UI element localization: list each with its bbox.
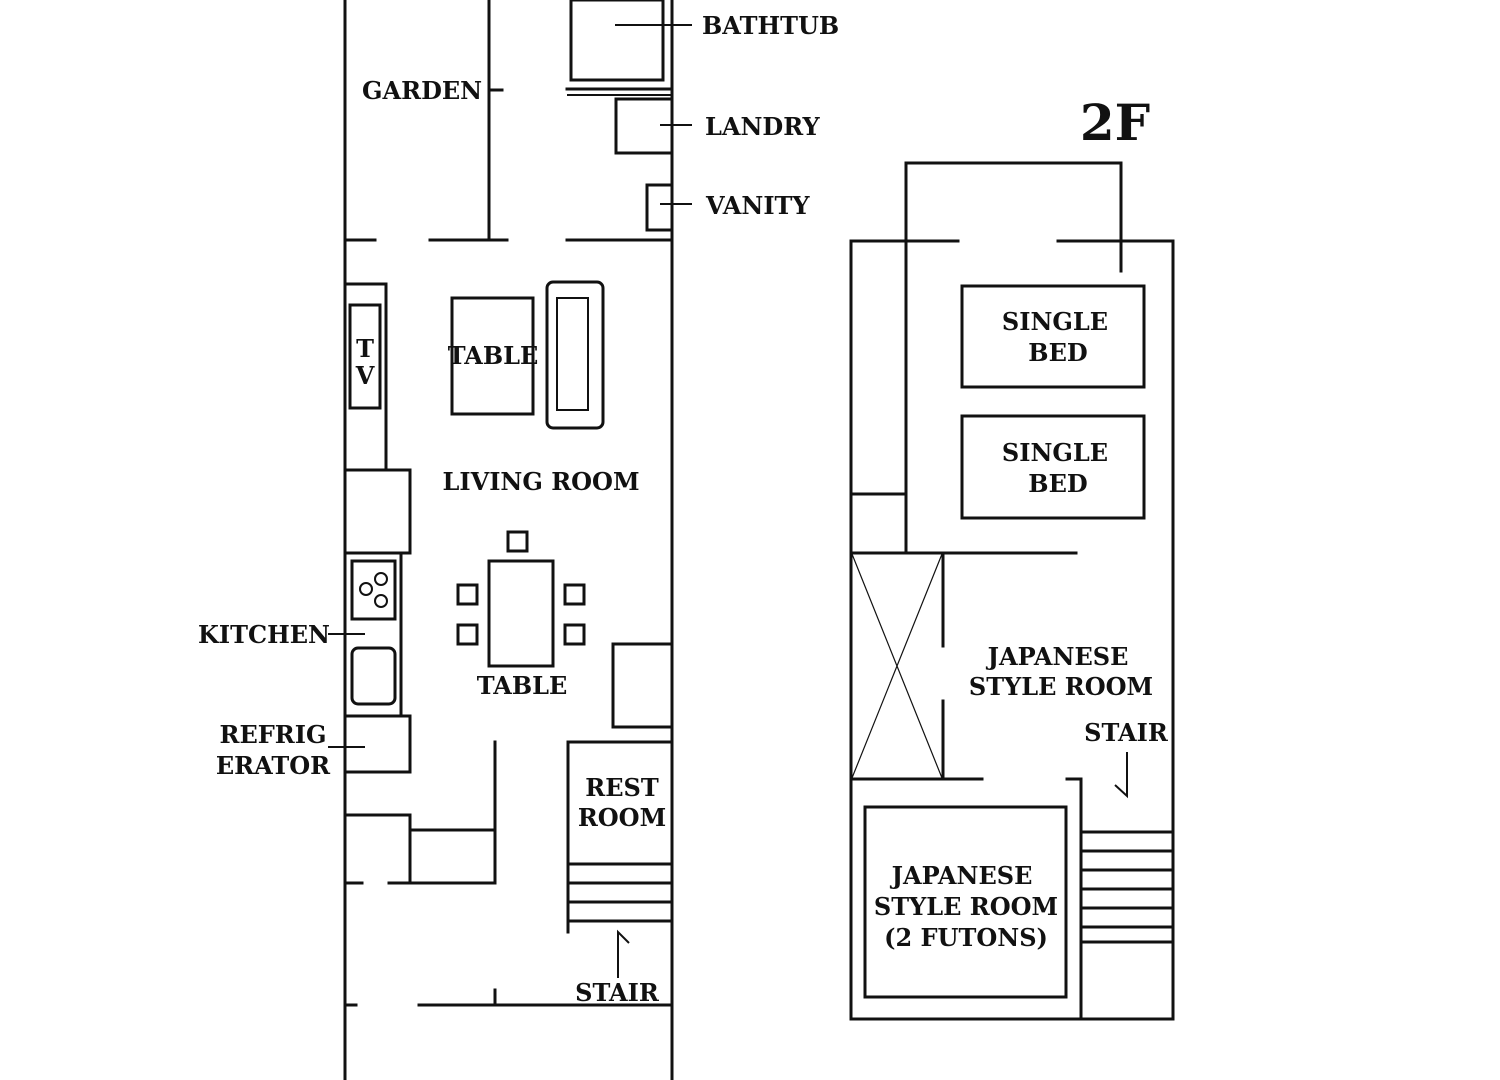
bathtub-label: BATHTUB [702,11,839,40]
living-table [450,296,535,416]
stove-top [350,559,397,621]
single-bed-2-label-line-1: SINGLE [1002,438,1108,467]
dining-chair [456,583,479,606]
stair-label: STAIR [575,978,660,1007]
dining-chair [563,583,586,606]
japanese-room-label-line-2: STYLE ROOM [969,672,1153,701]
rest-room-label-line-1: REST [585,773,659,802]
rest-room-label-line-2: ROOM [578,803,666,832]
burner [359,582,373,596]
bathtub-fixture [569,0,665,82]
floor-title: 2F [1080,93,1150,152]
refrigerator-unit [343,714,412,774]
sofa-seat [556,297,589,411]
kitchen-counter [343,551,403,718]
futon-room-mat [863,805,1068,999]
single-bed [960,284,1146,389]
dining-table-label: TABLE [477,671,568,700]
kitchen-label: KITCHEN [198,620,330,649]
sofa [545,280,605,430]
futon-room-label-line-3: (2 FUTONS) [884,923,1048,952]
japanese-room-label-line-1: JAPANESE [986,642,1129,671]
void-cross [851,553,943,779]
tv-label-line-2: V [355,361,375,390]
kitchen-sink [350,646,397,706]
balcony-wall [904,161,1123,555]
dining-table [487,559,555,668]
living-table-label: TABLE [448,341,539,370]
refrigerator-label-line-1: REFRIG [220,720,327,749]
kitchen-counter [343,468,412,555]
dining-chair [563,623,586,646]
single-bed-1-label-line-1: SINGLE [1002,307,1108,336]
dining-chair [456,623,479,646]
laundry-label: LANDRY [705,112,820,141]
tv-unit [348,303,382,410]
stair-arrow [1114,752,1128,799]
vanity-fixture [645,183,674,232]
single-bed-2-label-line-2: BED [1028,469,1087,498]
dining-chair [506,530,529,553]
single-bed-1-label-line-2: BED [1028,338,1087,367]
storage-cabinet [611,642,674,729]
stair-arrow [617,929,630,978]
single-bed [960,414,1146,520]
second-floor-plan: 2F SINGLE BED SINGLE [849,93,1175,1021]
refrigerator-label-line-2: ERATOR [216,751,331,780]
futon-room-label-line-2: STYLE ROOM [874,892,1058,921]
living-room-label: LIVING ROOM [442,467,639,496]
tv-label-line-1: T [356,334,374,363]
stair-label: STAIR [1084,718,1169,747]
burner [374,572,388,586]
tv-cabinet [343,282,388,472]
garden-label: GARDEN [362,76,482,105]
vanity-label: VANITY [705,191,810,220]
closet-wall [343,813,412,885]
first-floor-plan: BATHTUB GARDEN LANDRY VANITY T V TABLE L… [198,0,839,1080]
futon-room-label-line-1: JAPANESE [890,861,1033,890]
burner [374,594,388,608]
